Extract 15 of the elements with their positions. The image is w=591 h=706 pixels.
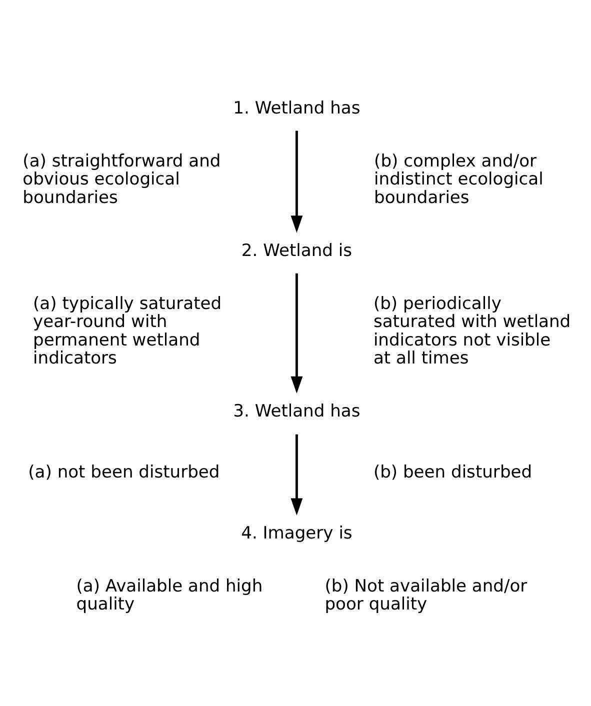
node-text: 2. Wetland is xyxy=(241,240,352,261)
label: (a) straightforward and obvious ecological boundaries xyxy=(22,151,221,208)
label: (a) not been disturbed xyxy=(28,462,220,482)
node-text: 3. Wetland has xyxy=(233,402,360,422)
label: (a) Available and high quality xyxy=(76,576,263,615)
label: (b) been disturbed xyxy=(373,462,532,482)
arrow xyxy=(290,434,303,516)
label: (a) typically saturated year-round with permanent wetland indicators xyxy=(33,294,222,369)
label: (b) periodically saturated with wetland indicators not visible at all times xyxy=(373,294,571,369)
arrow xyxy=(290,130,303,233)
label: (b) complex and/or indistinct ecological boundaries xyxy=(374,151,544,208)
arrow xyxy=(290,273,303,394)
node-text: 4. Imagery is xyxy=(241,523,352,544)
label: (b) Not available and/or poor quality xyxy=(324,576,528,615)
node-text: 1. Wetland has xyxy=(233,98,360,118)
